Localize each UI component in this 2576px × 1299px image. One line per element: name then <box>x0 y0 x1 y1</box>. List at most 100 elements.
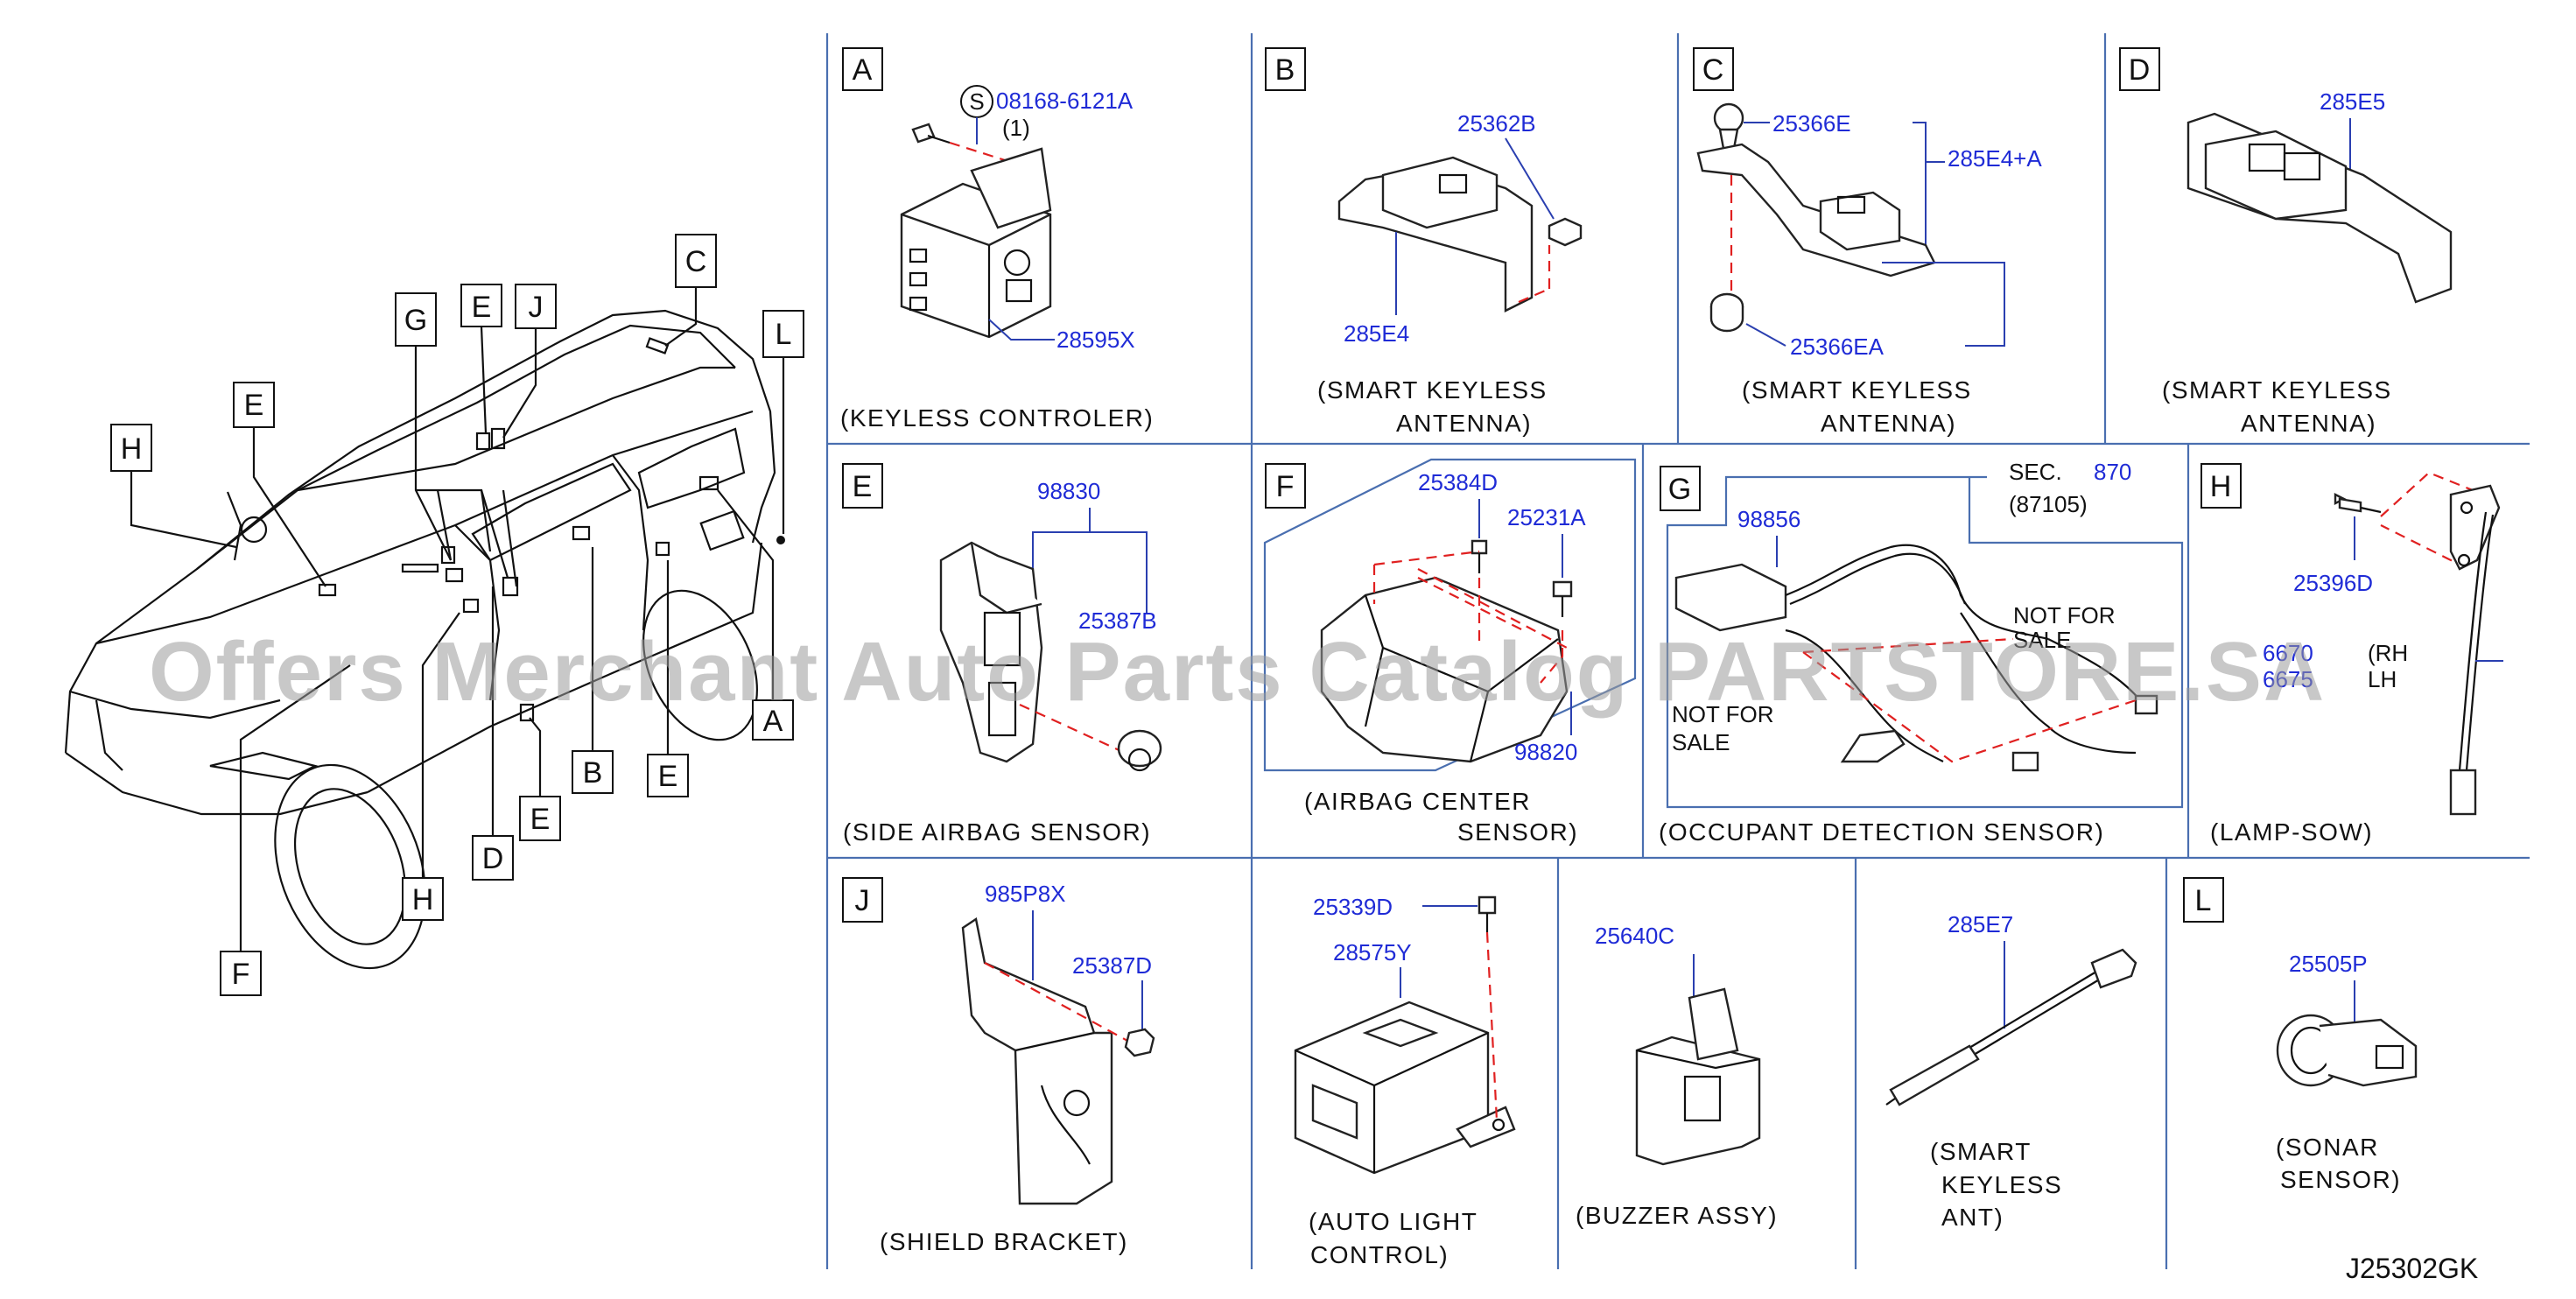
panel-smart-keyless-ant: 285E7 (SMART KEYLESS ANT) <box>1885 911 2137 1231</box>
not-for-sale: SALE <box>1672 729 1730 755</box>
watermark: Offers Merchant Auto Parts Catalog PARTS… <box>149 625 2326 719</box>
callout-e: E <box>233 382 275 428</box>
panel-letter: L <box>2195 884 2212 917</box>
caption: KEYLESS <box>1941 1171 2062 1198</box>
sec-label: SEC. <box>2009 459 2062 485</box>
panel-g: G SEC. 870 (87105) 98856 NOT FOR SALE NO… <box>1659 459 2184 846</box>
panel-buzzer: 25640C (BUZZER ASSY) <box>1576 923 1778 1229</box>
caption: ANTENNA) <box>2241 410 2376 437</box>
caption: ANTENNA) <box>1821 410 1956 437</box>
panel-d: D 285E5 (SMART KEYLESS ANTENNA) <box>2119 47 2453 437</box>
callout-e: E <box>647 754 689 797</box>
panel-b: B 25362B 285E4 (SMART KEYLESS ANTENNA) <box>1265 47 1583 437</box>
caption: (SHIELD BRACKET) <box>880 1228 1128 1255</box>
panel-letter: C <box>1702 53 1724 87</box>
caption: (KEYLESS CONTROLER) <box>840 404 1154 432</box>
callout-a: A <box>752 699 794 741</box>
svg-text:D: D <box>482 842 504 875</box>
part-number: 28595X <box>1056 327 1135 353</box>
svg-text:G: G <box>404 304 427 337</box>
caption: SENSOR) <box>1457 818 1578 846</box>
part-number: 28575Y <box>1333 939 1412 965</box>
panel-f: F 25384D 25231A 98820 (AIRBAG CENTER SEN… <box>1263 458 1637 846</box>
callout-f: F <box>220 951 262 996</box>
panel-j: J 985P8X 25387D (SHIELD BRACKET) <box>842 877 1155 1255</box>
part-number: 285E4 <box>1344 320 1409 347</box>
caption: (LAMP-SOW) <box>2210 818 2373 846</box>
part-number: 6670 <box>2263 640 2313 666</box>
caption: (SMART KEYLESS <box>1742 376 1972 404</box>
part-number: 25231A <box>1507 504 1586 530</box>
part-number: 08168-6121A <box>996 88 1134 114</box>
caption: (OCCUPANT DETECTION SENSOR) <box>1659 818 2104 846</box>
callout-j: J <box>515 284 557 329</box>
part-number: 98856 <box>1737 506 1800 532</box>
part-number: 6675 <box>2263 666 2313 692</box>
panel-letter: J <box>855 884 870 917</box>
overview-leader-lines <box>130 287 785 951</box>
part-number: 25505P <box>2289 951 2368 977</box>
side-label: LH <box>2368 666 2397 692</box>
svg-text:E: E <box>244 389 264 422</box>
svg-text:C: C <box>685 245 707 278</box>
caption: SENSOR) <box>2280 1166 2401 1193</box>
part-number: 25362B <box>1457 110 1536 137</box>
svg-text:E: E <box>658 760 678 793</box>
part-number: 25366E <box>1772 110 1851 137</box>
caption: (SMART <box>1930 1138 2032 1165</box>
part-number: 25387B <box>1078 607 1157 634</box>
caption: (BUZZER ASSY) <box>1576 1202 1778 1229</box>
part-number: 25387D <box>1072 952 1152 979</box>
part-number: 985P8X <box>985 881 1066 907</box>
panel-letter: F <box>1276 470 1295 503</box>
panel-c: C 25366E 285E4+A 25366EA (SMART KEYLESS … <box>1693 47 2042 437</box>
svg-text:L: L <box>776 318 792 351</box>
svg-text:H: H <box>121 432 143 466</box>
svg-text:S: S <box>969 88 984 115</box>
caption: (SONAR <box>2276 1134 2379 1161</box>
svg-text:E: E <box>472 291 492 324</box>
quantity: (1) <box>1002 115 1030 141</box>
panel-h: H 25396D 6670 6675 (RH LH (LAMP-SOW) <box>2200 463 2503 846</box>
part-number: 25640C <box>1595 923 1674 949</box>
panel-letter: E <box>853 470 873 503</box>
callout-l: L <box>762 310 804 358</box>
svg-text:J: J <box>529 291 544 324</box>
panel-grid <box>825 33 2530 1269</box>
overview-callouts: C G E J L H E A B E E H D F <box>110 234 804 996</box>
callout-g: G <box>395 292 437 347</box>
callout-h: H <box>402 877 444 921</box>
sec-ref: (87105) <box>2009 491 2088 517</box>
panel-a: A S 08168-6121A (1) 28595X (KEYLESS CONT… <box>840 47 1154 432</box>
not-for-sale: SALE <box>2013 627 2072 653</box>
callout-e: E <box>460 284 502 327</box>
callout-d: D <box>472 835 514 881</box>
callout-h: H <box>110 424 152 472</box>
panel-letter: G <box>1668 473 1691 506</box>
part-number: 98830 <box>1037 478 1100 504</box>
caption: (SIDE AIRBAG SENSOR) <box>843 818 1151 846</box>
not-for-sale: NOT FOR <box>2013 602 2116 628</box>
not-for-sale: NOT FOR <box>1672 701 1774 727</box>
svg-text:A: A <box>763 705 783 738</box>
part-number: 25366EA <box>1790 334 1885 360</box>
panel-letter: B <box>1275 53 1295 87</box>
panel-letter: A <box>853 53 873 87</box>
part-number: 25339D <box>1313 894 1393 920</box>
panel-e: E 98830 25387B (SIDE AIRBAG SENSOR) <box>842 463 1162 846</box>
caption: (AUTO LIGHT <box>1309 1208 1478 1235</box>
caption: (SMART KEYLESS <box>1317 376 1548 404</box>
panel-l: L 25505P (SONAR SENSOR) <box>2183 877 2418 1193</box>
part-number: 285E7 <box>1948 911 2013 937</box>
caption: (AIRBAG CENTER <box>1304 788 1531 815</box>
diagram-id: J25302GK <box>2346 1253 2478 1284</box>
panel-auto-light: 25339D 28575Y (AUTO LIGHT CONTROL) <box>1294 894 1516 1268</box>
svg-text:H: H <box>412 883 434 916</box>
callout-e: E <box>519 796 561 841</box>
caption: ANTENNA) <box>1396 410 1532 437</box>
side-label: (RH <box>2368 640 2408 666</box>
panel-letter: H <box>2210 470 2232 503</box>
caption: ANT) <box>1941 1204 2004 1231</box>
part-number: 25384D <box>1418 469 1498 495</box>
